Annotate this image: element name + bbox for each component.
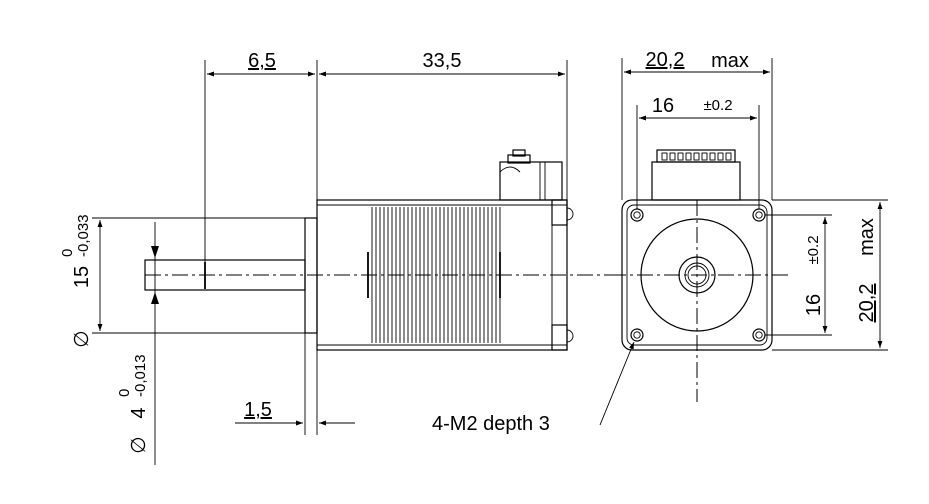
front-view: 20,2 max 16 ±0.2 16 ±0.2 20,2 max 4-M2 d… [432,49,888,435]
hole-spacing-v-tol: ±0.2 [805,235,822,264]
boss-tol-lower: -0,033 [75,214,92,257]
mounting-hole-leader [599,341,635,426]
shaft-diameter-symbol: ∅ [128,436,150,453]
boss-circle [640,218,754,332]
mounting-hole-note: 4-M2 depth 3 [432,413,550,435]
mounting-hole-tl [630,208,644,222]
shaft-diameter-value: 4 [128,407,150,418]
boss-diameter-symbol: ∅ [71,330,93,347]
flange-thickness-label: 1,5 [244,399,272,421]
motor-body [316,199,568,351]
shaft-tol-lower: -0,013 [132,354,149,397]
hole-spacing-v-value: 16 [803,294,825,316]
shaft-length-label: 6,5 [248,50,276,72]
height-max-suffix: max [856,218,878,256]
boss-diameter-value: 15 [71,266,93,288]
mounting-hole-br [752,328,766,342]
front-connector [651,149,741,201]
shaft-tol-upper: 0 [116,389,133,397]
mounting-hole-bl [630,328,644,342]
body-length-label: 33,5 [423,50,462,72]
winding-hatch [371,207,501,343]
boss-tol-upper: 0 [59,249,76,257]
height-max-value: 20,2 [856,284,878,323]
width-max-suffix: max [711,50,749,72]
mounting-hole-tr [752,208,766,222]
shaft-circle [678,256,716,294]
side-connector [499,149,563,201]
hole-spacing-h-value: 16 [652,95,674,117]
width-max-value: 20,2 [646,49,685,71]
side-view: 6,5 33,5 1,5 ∅ 15 0 -0,033 ∅ 4 0 -0,013 [59,50,610,465]
hole-spacing-h-tol: ±0.2 [703,97,732,114]
